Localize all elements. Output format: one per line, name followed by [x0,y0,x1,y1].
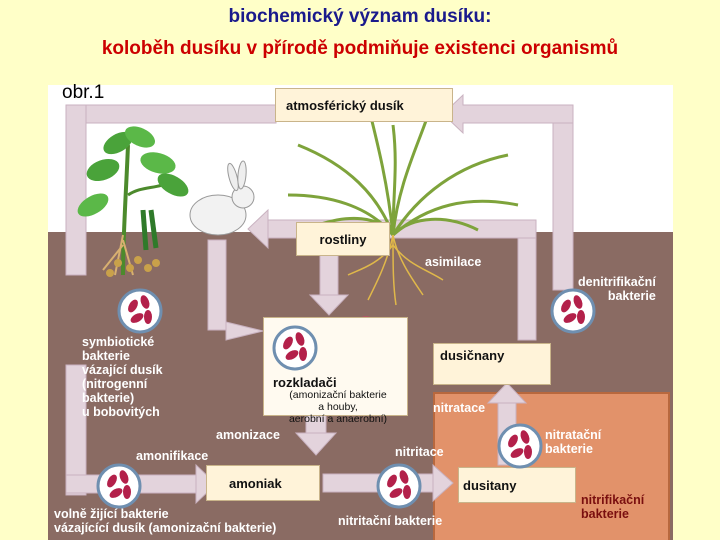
arrow-atmos-left [65,104,277,124]
nitrification-area [433,392,670,540]
rabbit-illustration [189,160,255,236]
nitrates-label: dusičnany [440,348,505,363]
nitriting-label: nitritační bakterie [338,514,443,528]
nitrifying-line: nitrifikační [581,493,645,507]
figure-label: obr.1 [62,82,105,103]
decomposers-detail-line: a houby, [318,401,358,413]
arrow-left-bottom [65,364,87,496]
plants-label: rostliny [319,231,367,247]
ammonia-box: amoniak [206,465,320,501]
arrow-plants-down [319,254,339,296]
arrow-to-decomp [308,294,350,316]
denitrifying-line: denitrifikační [578,275,656,289]
arrow-to-atmosphere [442,93,574,135]
nitrating-line: nitratační [545,428,602,442]
nitritation-label: nitritace [395,445,444,459]
denitrifying-line: bakterie [607,289,656,303]
nitration-label: nitratace [433,401,486,415]
arrow-to-nitrites [432,463,454,503]
nitriting-bacteria-icon [376,463,422,509]
arrow-sym-to-decomp [225,321,264,341]
symbiotic-line: vázající dusík [82,363,163,377]
arrow-sym-right [207,239,227,331]
arrow-to-nitrates [486,382,528,404]
arrow-denitrif-up [552,104,574,291]
symbiotic-line: symbiotické [82,335,155,349]
decomposers-label: rozkladači [273,375,337,390]
decomposer-bacteria-icon [272,325,318,371]
arrow-left-down [65,104,87,276]
ammonization-label: amonizace [216,428,280,442]
symbiotic-line: (nitrogenní [82,377,148,391]
free-living-label: volně žijící bakterie vázajícící dusík (… [54,507,276,535]
nitrating-bacteria-icon [497,423,543,469]
denitrifying-label: denitrifikační bakterie [578,275,656,303]
ammonification-label: amonifikace [136,449,209,463]
bean-plant-illustration [77,126,189,277]
arrow-decomp-to-ammonia [294,432,338,456]
atmospheric-nitrogen-label: atmosférický dusík [286,97,404,113]
nitrogen-cycle-diagram: atmosférický dusík rostliny dusičnany am… [48,85,673,540]
decomposers-detail: (amonizační bakterie a houby, aerobní a … [268,389,408,425]
plants-box: rostliny [296,222,390,256]
assimilation-label: asimilace [425,255,482,269]
grass-illustration [287,104,519,237]
free-living-bacteria-icon [96,463,142,509]
ammonia-label: amoniak [229,475,282,491]
nitrites-box: dusitany [458,467,576,503]
heading-line2: koloběh dusíku v přírodě podmiňuje exist… [101,38,619,59]
nitrating-line: bakterie [545,442,593,456]
symbiotic-line: u bobovitých [82,405,160,419]
nitrifying-label: nitrifikační bakterie [581,493,644,521]
symbiotic-line: bakterie) [82,391,135,405]
free-living-line: vázajícící dusík (amonizační bakterie) [54,521,277,535]
nitrifying-line: bakterie [581,507,629,521]
symbiotic-line: bakterie [82,349,130,363]
grass-roots [347,234,444,306]
nitrating-label: nitratační bakterie [545,428,601,456]
denitrifying-bacteria-icon [550,288,596,334]
atmospheric-nitrogen-box: atmosférický dusík [275,88,453,122]
free-living-line: volně žijící bakterie [54,507,169,521]
arrow-to-plants [247,208,269,250]
nitrites-label: dusitany [463,477,517,493]
heading-line1: biochemický význam dusíku: [228,6,492,27]
symbiotic-bacteria-icon [117,288,163,334]
symbiotic-label: symbiotické bakterie vázající dusík (nit… [82,335,163,419]
nitrates-box: dusičnany [433,343,551,385]
decomposers-detail-line: (amonizační bakterie [289,389,387,401]
decomposers-detail-line: aerobní a anaerobní) [288,413,388,425]
